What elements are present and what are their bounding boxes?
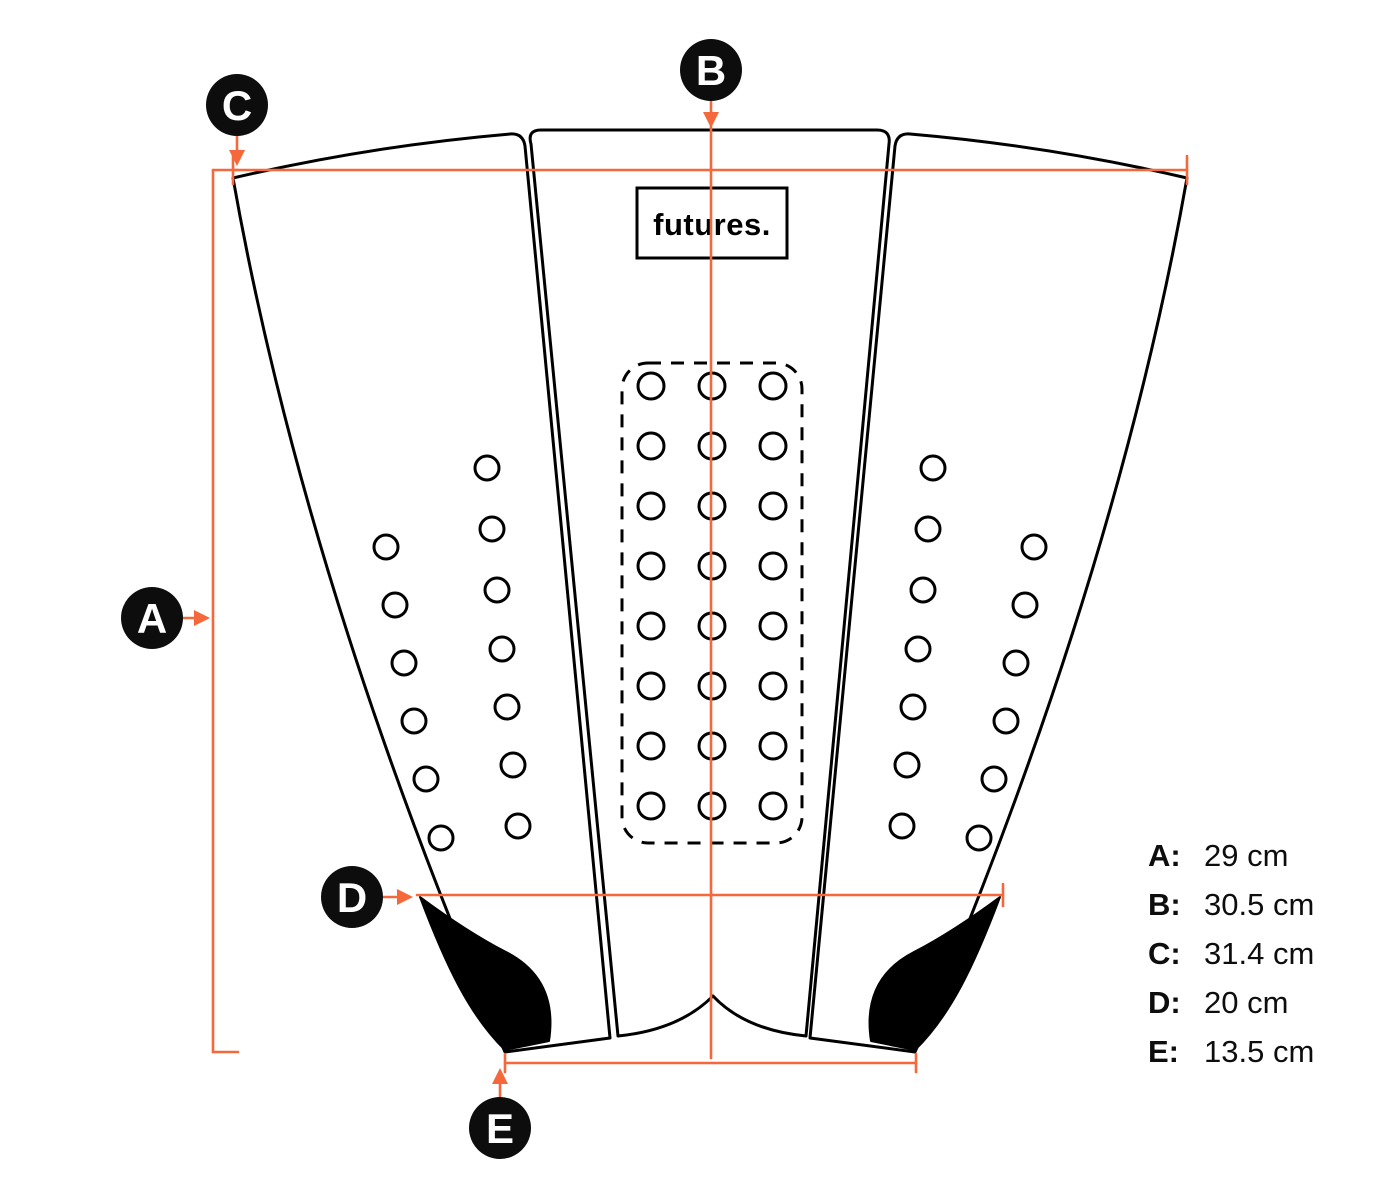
arrow-d-head — [397, 889, 413, 905]
traction-hole — [636, 431, 666, 461]
arrow-a-head — [194, 610, 210, 626]
traction-hole — [427, 824, 455, 852]
traction-hole — [473, 454, 501, 482]
traction-hole — [636, 791, 666, 821]
traction-hole — [390, 649, 418, 677]
traction-hole — [758, 671, 788, 701]
traction-hole — [381, 591, 409, 619]
traction-hole — [488, 635, 516, 663]
legend-letter-e: E: — [1148, 1034, 1179, 1069]
left-hole-column — [372, 454, 532, 852]
traction-hole — [904, 635, 932, 663]
legend-value-a: 29 cm — [1204, 838, 1289, 873]
badge-b-letter: B — [696, 47, 726, 94]
traction-hole — [483, 576, 511, 604]
dimension-legend: A: 29 cm B: 30.5 cm C: 31.4 cm D: 20 cm … — [1148, 838, 1314, 1083]
traction-hole — [758, 551, 788, 581]
traction-hole — [636, 491, 666, 521]
traction-hole — [758, 371, 788, 401]
traction-hole — [914, 515, 942, 543]
traction-hole — [909, 576, 937, 604]
right-kick — [868, 896, 1001, 1051]
legend-row-a: A: 29 cm — [1148, 838, 1314, 887]
legend-value-c: 31.4 cm — [1204, 936, 1315, 971]
traction-hole — [893, 751, 921, 779]
tail-kicks — [419, 896, 1001, 1051]
traction-hole — [888, 812, 916, 840]
badge-c-letter: C — [222, 82, 252, 129]
traction-hole — [980, 765, 1008, 793]
badge-a — [121, 587, 183, 649]
traction-hole — [1020, 533, 1048, 561]
traction-hole — [400, 707, 428, 735]
traction-hole — [504, 812, 532, 840]
badge-b — [680, 39, 742, 101]
badge-d-letter: D — [337, 874, 367, 921]
traction-hole — [636, 551, 666, 581]
dimension-badges: C B A D E — [121, 39, 742, 1159]
traction-hole — [636, 671, 666, 701]
traction-hole — [758, 611, 788, 641]
traction-hole — [1011, 591, 1039, 619]
traction-hole — [899, 693, 927, 721]
traction-hole — [919, 454, 947, 482]
center-panel — [528, 128, 891, 1038]
traction-hole — [412, 765, 440, 793]
traction-hole — [758, 791, 788, 821]
arrow-e-head — [492, 1068, 508, 1084]
traction-hole — [372, 533, 400, 561]
badge-e — [469, 1097, 531, 1159]
right-hole-column — [888, 454, 1048, 852]
traction-hole — [992, 707, 1020, 735]
legend-letter-b: B: — [1148, 887, 1181, 922]
legend-value-d: 20 cm — [1204, 985, 1289, 1020]
traction-hole — [965, 824, 993, 852]
traction-hole — [758, 491, 788, 521]
legend-value-b: 30.5 cm — [1204, 887, 1315, 922]
traction-hole — [493, 693, 521, 721]
traction-hole — [1002, 649, 1030, 677]
badge-c — [206, 74, 268, 136]
legend-letter-c: C: — [1148, 936, 1181, 971]
legend-row-e: E: 13.5 cm — [1148, 1034, 1314, 1083]
traction-hole — [636, 731, 666, 761]
badge-d — [321, 866, 383, 928]
traction-hole — [636, 371, 666, 401]
arrow-c-head — [229, 150, 245, 166]
left-kick — [419, 896, 552, 1051]
badge-a-letter: A — [137, 595, 167, 642]
traction-hole — [478, 515, 506, 543]
legend-letter-a: A: — [1148, 838, 1181, 873]
legend-value-e: 13.5 cm — [1204, 1034, 1315, 1069]
dimension-lines — [181, 99, 1189, 1099]
traction-hole — [636, 611, 666, 641]
legend-row-b: B: 30.5 cm — [1148, 887, 1314, 936]
arrow-b-head — [703, 112, 719, 128]
badge-e-letter: E — [486, 1105, 514, 1152]
legend-row-c: C: 31.4 cm — [1148, 936, 1314, 985]
traction-hole — [499, 751, 527, 779]
traction-hole — [758, 731, 788, 761]
traction-hole — [758, 431, 788, 461]
legend-letter-d: D: — [1148, 985, 1181, 1020]
legend-row-d: D: 20 cm — [1148, 985, 1314, 1034]
